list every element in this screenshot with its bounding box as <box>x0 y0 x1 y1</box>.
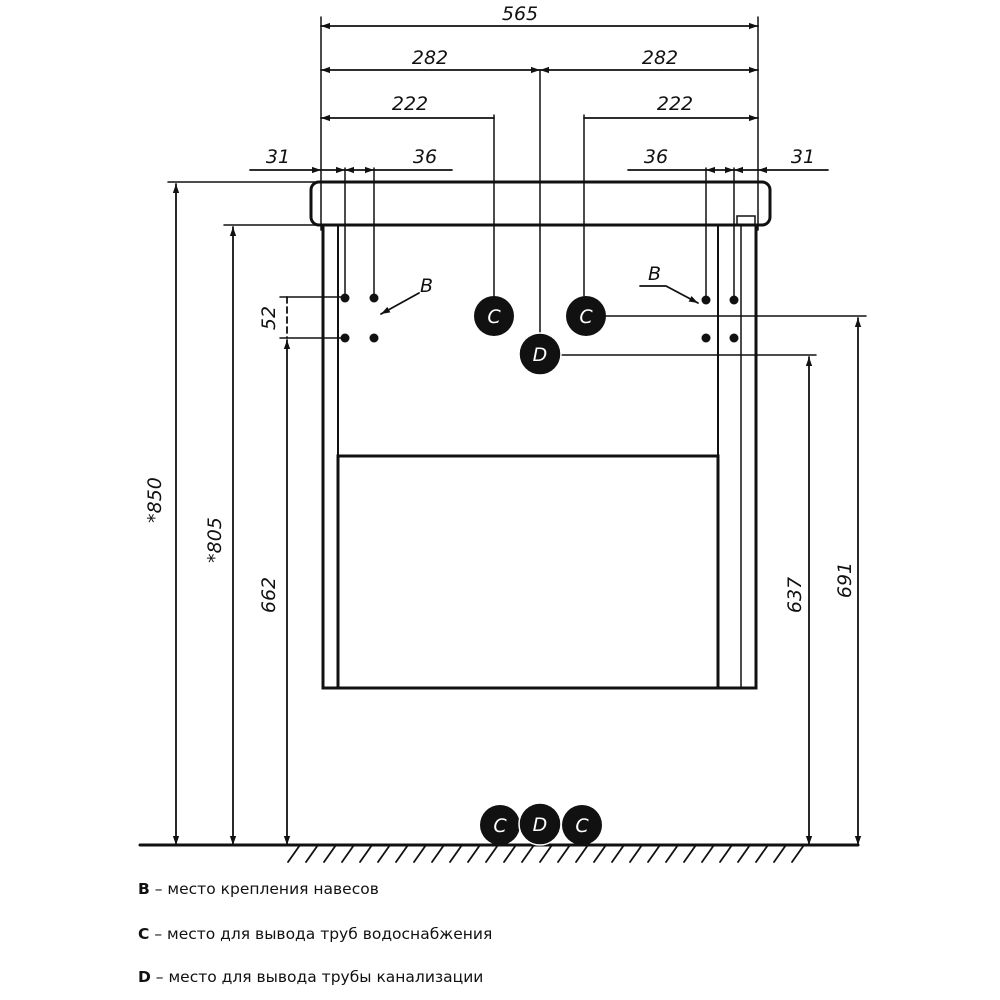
countertop-clip <box>736 215 756 226</box>
leader-b-left <box>380 292 420 315</box>
marker-floor-left-label: C <box>493 815 507 837</box>
dim-850-text: *850 <box>144 477 166 523</box>
drawer <box>336 454 720 690</box>
legend-key: B <box>138 880 150 898</box>
marker-supply-right <box>566 296 606 336</box>
dim-282-right-text: 282 <box>642 47 678 69</box>
legend-key: D <box>138 968 151 986</box>
dim-222-right-text: 222 <box>657 93 693 115</box>
dim-805-text: *805 <box>204 517 226 563</box>
mount-hole <box>729 333 739 343</box>
dim-31-right-text: 31 <box>791 146 815 168</box>
dim-31-left-text: 31 <box>266 146 290 168</box>
marker-floor-center <box>519 803 561 845</box>
legend-text: – место крепления навесов <box>149 880 379 898</box>
dim-662-text: 662 <box>258 577 280 613</box>
marker-supply-right-label: C <box>579 306 593 328</box>
floor-hatching <box>287 844 805 863</box>
marker-floor-left <box>480 805 520 845</box>
marker-supply-left-label: C <box>487 306 501 328</box>
marker-mount-left-label: B <box>420 275 433 297</box>
dim-36-left-text: 36 <box>413 146 437 168</box>
dim-52-text: 52 <box>258 306 280 330</box>
mount-hole <box>340 293 350 303</box>
mount-hole <box>369 293 379 303</box>
marker-floor-center-label: D <box>533 814 548 836</box>
legend-item-b: B – место крепления навесов <box>138 880 379 898</box>
legend-item-c: C – место для вывода труб водоснабжения <box>138 925 492 943</box>
mount-hole <box>701 333 711 343</box>
dim-565-text: 565 <box>502 3 538 25</box>
dim-637-text: 637 <box>784 577 806 613</box>
marker-mount-right-label: B <box>648 263 661 285</box>
mount-hole <box>340 333 350 343</box>
marker-supply-left <box>474 296 514 336</box>
mount-hole <box>701 295 711 305</box>
marker-floor-right <box>562 805 602 845</box>
dim-691-text: 691 <box>834 562 856 598</box>
legend-text: – место для вывода трубы канализации <box>150 968 484 986</box>
marker-drain <box>519 333 561 375</box>
dim-36-right-text: 36 <box>644 146 668 168</box>
marker-drain-label: D <box>533 344 548 366</box>
legend-key: C <box>138 925 150 943</box>
leader-b-right <box>639 285 699 304</box>
legend-item-d: D – место для вывода трубы канализации <box>138 968 483 986</box>
mount-hole <box>729 295 739 305</box>
legend-text: – место для вывода труб водоснабжения <box>149 925 493 943</box>
marker-floor-right-label: C <box>575 815 589 837</box>
dim-282-left-text: 282 <box>412 47 448 69</box>
mount-hole <box>369 333 379 343</box>
dim-222-left-text: 222 <box>392 93 428 115</box>
